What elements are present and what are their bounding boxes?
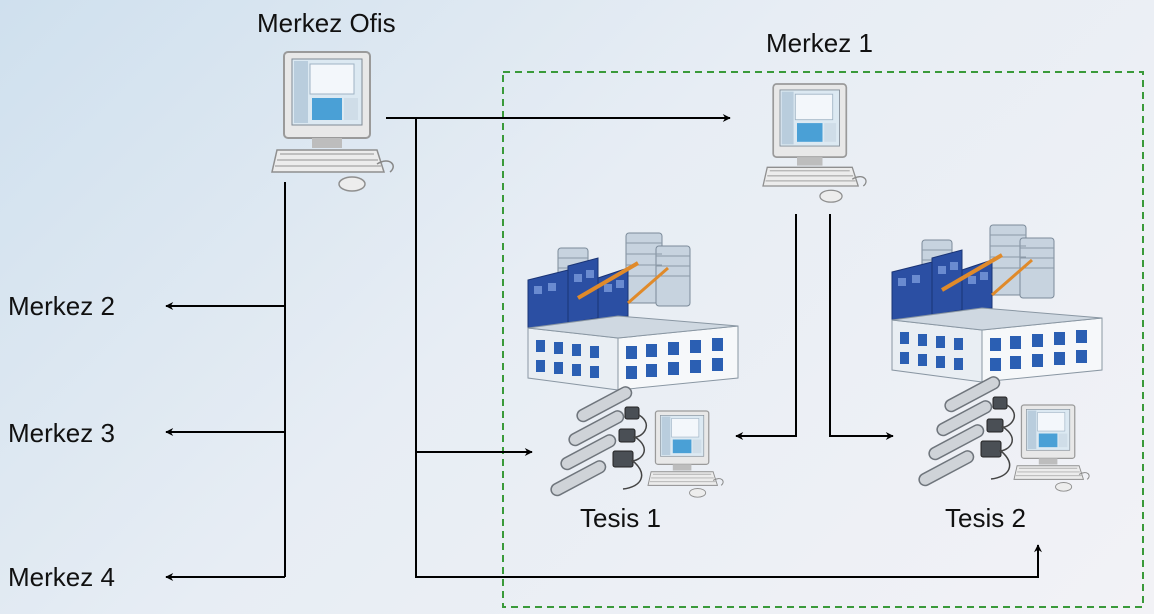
factory-icon [890,223,1104,384]
sensor-controller-icon [548,384,648,499]
center-4-label: Merkez 4 [8,562,115,592]
computer-icon [762,83,867,204]
connections [165,114,1042,581]
facility-2-label: Tesis 2 [945,503,1026,533]
center-3-label: Merkez 3 [8,418,115,448]
sensor-controller-icon [916,374,1016,489]
factory-icon [526,231,740,392]
central-office-label: Merkez Ofis [257,8,396,38]
center-1-label: Merkez 1 [766,28,873,58]
center-2-label: Merkez 2 [8,291,115,321]
facility-1-label: Tesis 1 [580,503,661,533]
computer-icon [1013,404,1090,492]
merkez-1-boundary [502,71,1144,608]
computer-icon [647,410,724,498]
computer-icon [271,51,395,192]
